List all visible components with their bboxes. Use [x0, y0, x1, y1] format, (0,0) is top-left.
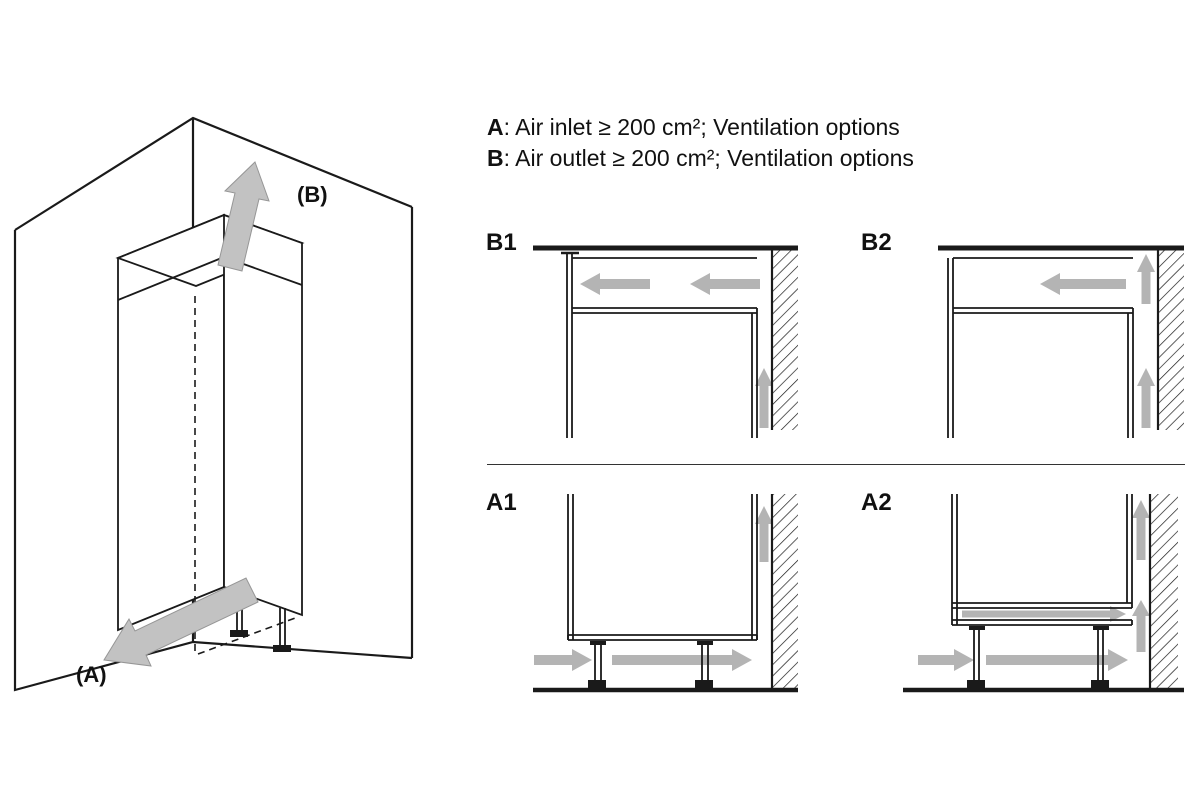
air-arrow-right [918, 649, 974, 671]
pedestal-foot [973, 629, 980, 680]
appliance-back-panel [751, 494, 758, 640]
air-arrow-right [962, 606, 1126, 622]
air-arrow-up [755, 506, 773, 562]
air-arrow-right [986, 649, 1128, 671]
legend-text-a: : Air inlet ≥ 200 cm²; Ventilation optio… [503, 114, 900, 140]
panel-label-b1: B1 [486, 229, 517, 256]
appliance-bottom-panel [952, 602, 1133, 609]
panel-label-b2: B2 [861, 229, 892, 256]
airflow-arrows [580, 273, 773, 428]
foot-flange [697, 641, 713, 645]
section-divider [487, 464, 1185, 465]
panel-label-a1: A1 [486, 489, 517, 516]
appliance-bottom-panel [567, 634, 758, 641]
air-arrow-up [1137, 368, 1155, 428]
b1-linework [533, 245, 798, 438]
airflow-arrows [918, 500, 1150, 671]
panel-a1-drawing [533, 494, 798, 693]
legend-key-a: A [487, 114, 504, 140]
furniture-back-panel [1127, 313, 1134, 438]
foot-flange [590, 641, 606, 645]
cabinet-side-face [223, 213, 303, 617]
panel-b1-drawing [533, 245, 798, 438]
a1-linework [533, 494, 798, 693]
air-outlet-arrow-b [217, 161, 270, 272]
legend-line-air-outlet: B: Air outlet ≥ 200 cm²; Ventilation opt… [487, 143, 914, 174]
furniture-front-panel [566, 252, 573, 438]
appliance-front-panel [951, 494, 958, 625]
appliance-top-panel [572, 307, 758, 314]
panel-a2-drawing [903, 494, 1184, 693]
legend: A: Air inlet ≥ 200 cm²; Ventilation opti… [487, 112, 914, 174]
air-arrow-up [1137, 254, 1155, 304]
air-arrow-left [580, 273, 650, 295]
niche-isometric-drawing [13, 116, 414, 692]
foot-base-pad [1091, 680, 1109, 688]
a2-linework [903, 494, 1184, 693]
legend-text-b: : Air outlet ≥ 200 cm²; Ventilation opti… [503, 145, 914, 171]
foot-flange [1093, 626, 1109, 630]
air-arrow-right [612, 649, 752, 671]
foot-flange [969, 626, 985, 630]
wall-hatch [772, 246, 798, 430]
air-inlet-arrow-a [103, 577, 259, 667]
foot-base-pad [695, 680, 713, 688]
legend-key-b: B [487, 145, 504, 171]
air-arrow-up [755, 368, 773, 428]
air-arrow-left [690, 273, 760, 295]
appliance-back-panel [1126, 494, 1133, 603]
panel-b2-drawing [938, 245, 1184, 438]
legend-line-air-inlet: A: Air inlet ≥ 200 cm²; Ventilation opti… [487, 112, 914, 143]
foot-base-pad [588, 680, 606, 688]
label-air-outlet-b: (B) [297, 182, 328, 207]
appliance-front-panel [567, 494, 574, 640]
airflow-arrows [1040, 254, 1155, 428]
furniture-back-panel [751, 313, 758, 438]
appliance-top-panel [953, 307, 1134, 314]
furniture-base-panel [952, 619, 1133, 626]
wall-hatch [1158, 246, 1184, 430]
b2-linework [938, 245, 1184, 438]
label-air-inlet-a: (A) [76, 662, 107, 687]
air-arrow-right [534, 649, 592, 671]
foot-base-pad [967, 680, 985, 688]
wall-hatch [772, 494, 798, 688]
panel-label-a2: A2 [861, 489, 892, 516]
appliance-foot [701, 644, 709, 680]
wall-hatch [1150, 494, 1178, 688]
air-arrow-up [1132, 500, 1150, 560]
furniture-front-panel [947, 258, 954, 438]
air-arrow-left [1040, 273, 1126, 295]
airflow-arrows [534, 506, 773, 671]
appliance-foot [594, 644, 602, 680]
air-arrow-up [1132, 600, 1150, 652]
pedestal-foot [1097, 629, 1104, 680]
